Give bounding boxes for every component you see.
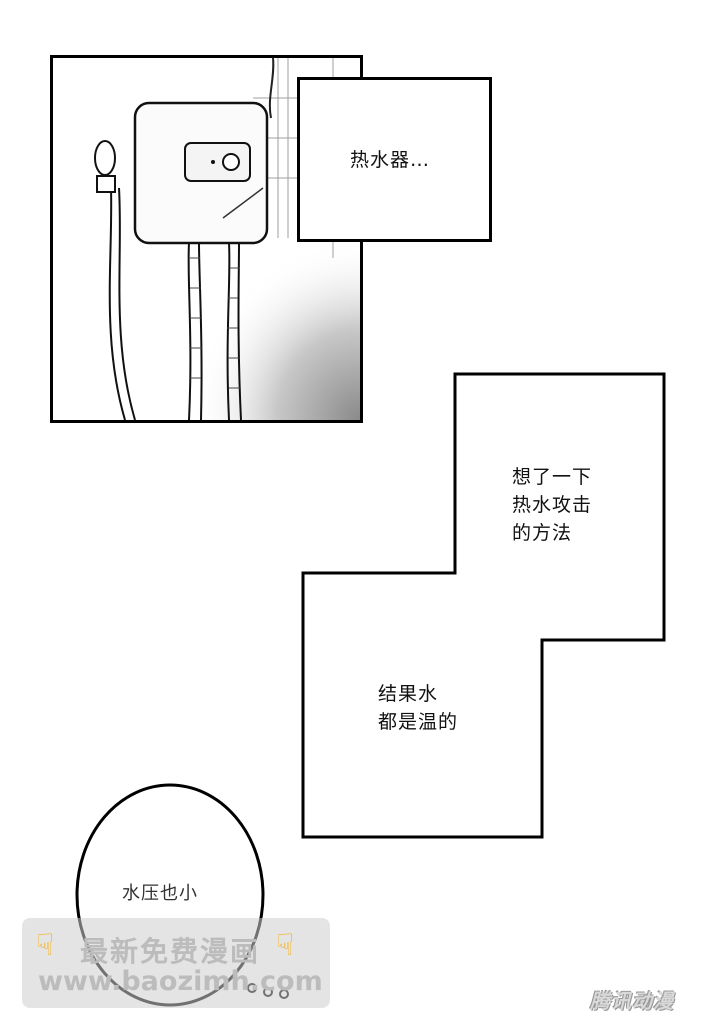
caption-method: 想了一下 热水攻击 的方法	[512, 463, 592, 547]
caption-method-line-1: 想了一下	[512, 466, 593, 488]
brand-logo: 腾讯动漫	[590, 989, 674, 1013]
caption-method-line-2: 热水攻击	[512, 494, 593, 516]
caption-result-line-1: 结果水	[378, 683, 439, 705]
caption-method-line-3: 的方法	[512, 522, 573, 544]
pointing-down-hand-icon: ☟	[276, 928, 295, 963]
pointing-down-hand-icon: ☟	[36, 928, 55, 963]
caption-box-heater	[297, 77, 492, 242]
watermark-box	[22, 918, 330, 1008]
bubble-text: 水压也小	[122, 883, 198, 904]
watermark-url[interactable]: www.baozimh.com	[38, 966, 323, 997]
caption-result-line-2: 都是温的	[378, 711, 459, 733]
caption-result: 结果水 都是温的	[378, 680, 458, 736]
watermark-title: 最新免费漫画	[80, 935, 261, 968]
caption-heater-text: 热水器…	[350, 149, 431, 171]
